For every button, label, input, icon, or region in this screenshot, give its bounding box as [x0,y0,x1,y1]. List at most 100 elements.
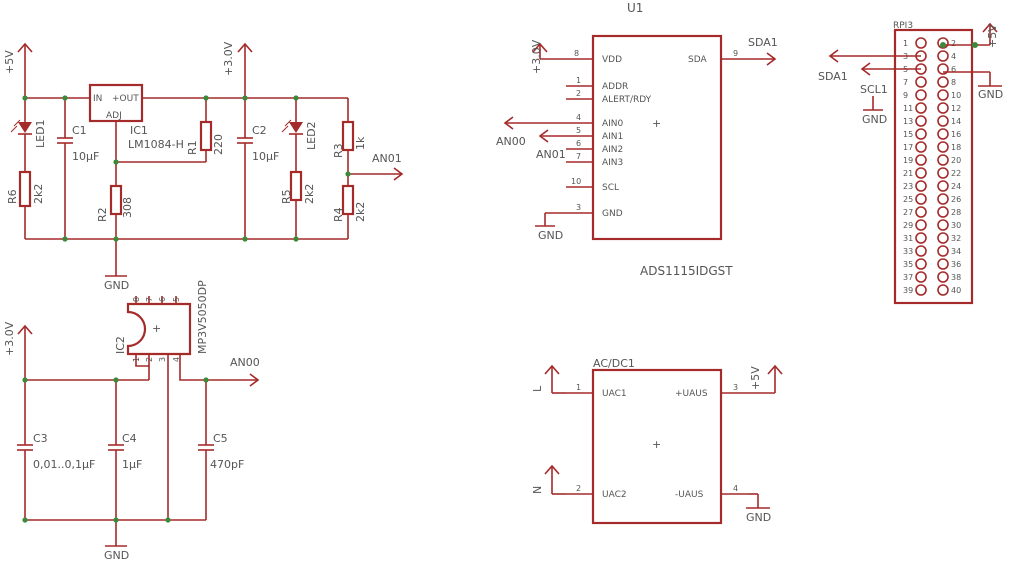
rpi3-pin-even [937,115,949,127]
c2: C2 10µF [237,98,279,239]
r4-label: R4 [332,207,345,222]
rpi3-pin-odd [915,258,927,270]
rpi3-pin-odd-number: 11 [903,104,913,113]
rpi3-name: RPI3 [893,21,913,31]
rpi3-pin-odd-number: 31 [903,234,913,243]
c1: C1 10µF [57,98,99,239]
r1-value: 220 [212,134,225,155]
supply-3v-mid: +3.0V [222,41,253,98]
rpi3-pin-odd [915,115,927,127]
rpi3-pin-odd-number: 1 [903,39,908,48]
ic1-adj-pin: ADJ [106,111,122,121]
u1-alert: ALERT/RDY [602,95,652,105]
rpi3-pin-even [937,128,949,140]
rpi3-pin-even [937,206,949,218]
rpi3-sda1-label: SDA1 [818,70,848,83]
u1-value: ADS1115IDGST [640,264,733,278]
svg-text:+: + [652,438,661,451]
rpi3-pin-even-number: 36 [951,260,961,269]
c5-value: 470pF [210,458,244,471]
u1-pin7: 7 [576,152,581,161]
r4-value: 2k2 [354,202,367,222]
acdc-l-label: L [531,385,544,392]
u1-scl: SCL [602,183,619,193]
rpi3-pin-odd [915,102,927,114]
gnd-regulator-label: GND [104,279,129,292]
c2-value: 10µF [252,150,279,163]
led1-label: LED1 [34,119,47,148]
acdc-pin1: 1 [576,383,581,392]
rpi3-scl1-label: SCL1 [860,83,888,96]
r5-value: 2k2 [303,184,316,204]
r6: R6 2k2 [6,170,45,239]
rpi3-pin-odd [915,232,927,244]
acdc-module: AC/DC1 + UAC1 UAC2 +UAUS -UAUS 1 2 3 4 L… [531,357,783,525]
r3-label: R3 [332,143,345,158]
rpi3-pin-even [937,154,949,166]
rpi3-pin-odd [915,141,927,153]
rpi3-pin-odd-number: 29 [903,221,913,230]
c1-value: 10µF [72,150,99,163]
rpi3-pin-odd [915,76,927,88]
c4-label: C4 [122,432,137,445]
acdc-uac1: UAC1 [602,389,627,399]
rpi3-gnd-label: GND [978,88,1003,101]
led2-label: LED2 [305,121,318,150]
rpi3-pin-odd [915,245,927,257]
rpi3-pin-even-number: 30 [951,221,961,230]
u1-supply-label: +3.0V [530,39,543,74]
rpi3-pin-odd-number: 15 [903,130,913,139]
rpi3-pin-odd-number: 17 [903,143,913,152]
u1-pin10: 10 [571,177,581,186]
rpi3-pin-even-number: 20 [951,156,961,165]
rpi3-pin-even [937,89,949,101]
net-an00-ic2-label: AN00 [230,356,260,369]
rpi3-pin-even [937,219,949,231]
rpi3-pin-even [937,284,949,296]
rpi3-pin-even-number: 18 [951,143,961,152]
u1-addr: ADDR [602,82,628,92]
acdc-pin4: 4 [733,484,738,493]
r1-label: R1 [186,140,199,155]
rpi3-pin-even-number: 10 [951,91,961,100]
gnd-regulator: GND [104,275,129,292]
rpi3-pin-even-number: 14 [951,117,961,126]
rpi3-pin-even [937,180,949,192]
rpi3-pin-odd-number: 9 [903,91,908,100]
gnd-sensor-label: GND [104,549,129,562]
r6-value: 2k2 [32,184,45,204]
u1-pin9: 9 [733,49,738,58]
rpi3-pin-odd-number: 7 [903,78,908,87]
u1-pin4: 4 [576,113,581,122]
r3: R3 1k [332,98,367,186]
rpi3-pin-odd [915,37,927,49]
ic2-pin3: 3 [158,357,167,362]
u1-name: U1 [627,1,643,15]
rpi3-pin-odd [915,219,927,231]
rpi3-pin-even-number: 26 [951,195,961,204]
rpi3-pin-even-number: 34 [951,247,961,256]
rpi3-pin-odd [915,206,927,218]
sensor-section: +3.0V + 8 7 6 5 1 2 3 4 IC2 MP3V5050DP [3,280,260,562]
supply-3v-left-label: +3.0V [3,321,16,356]
rpi3-pin-even-number: 6 [951,65,956,74]
rpi3-pin-odd [915,193,927,205]
c5: C5 470pF [198,380,244,520]
u1-ain2: AIN2 [602,145,623,155]
rpi3-pin-even [937,76,949,88]
u1-pin6: 6 [576,139,581,148]
rpi3-pin-even-number: 24 [951,182,961,191]
rpi3-pin-odd-number: 13 [903,117,913,126]
rpi3-pin-even [937,258,949,270]
acdc-muaus: -UAUS [675,490,704,500]
acdc-5v-label: +5V [749,366,762,390]
u1-pin5: 5 [576,126,581,135]
regulator-section: +5V +3.0V IN +OUT ADJ IC1 LM1084-H [3,41,404,292]
rpi3-pin-even-number: 28 [951,208,961,217]
supply-3v-left: +3.0V [3,321,33,380]
u1-gnd: GND [602,209,623,219]
rpi3-header: RPI3 13579111315171921232527293133353739… [818,21,1003,305]
rpi3-pin-even-number: 22 [951,169,961,178]
rpi3-left-gnd-label: GND [862,113,887,126]
